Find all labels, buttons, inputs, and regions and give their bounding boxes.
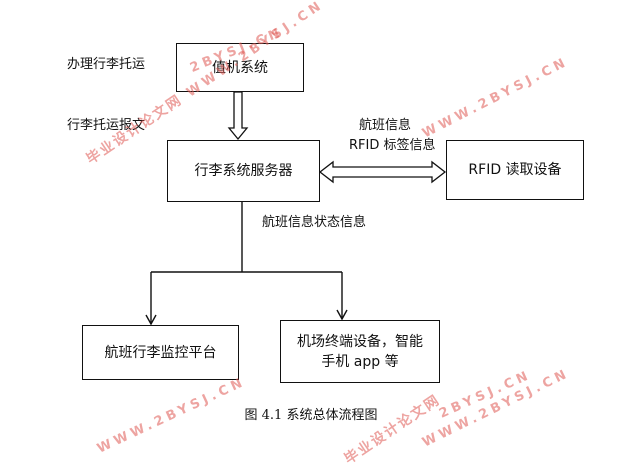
figure-caption: 图 4.1 系统总体流程图: [244, 408, 378, 423]
bidirectional-arrow-server-rfid: [318, 160, 447, 184]
terminal-devices-line1: 机场终端设备，智能: [297, 333, 423, 350]
checkin-system-label: 值机系统: [212, 59, 268, 76]
monitor-platform-label: 航班行李监控平台: [104, 344, 217, 361]
hollow-arrow-checkin-to-server: [227, 91, 249, 141]
connector-lines: [145, 91, 447, 326]
baggage-server-label: 行李系统服务器: [194, 163, 293, 179]
rfid-reader-box: RFID 读取设备: [446, 140, 584, 200]
baggage-message-label: 行李托运报文: [67, 118, 146, 133]
monitor-platform-box: 航班行李监控平台: [82, 325, 239, 380]
handle-checkin-label: 办理行李托运: [67, 57, 146, 72]
checkin-system-box: 值机系统: [176, 43, 304, 92]
rfid-tag-info-label: RFID 标签信息: [349, 138, 436, 153]
rfid-reader-label: RFID 读取设备: [468, 162, 562, 178]
flight-info-label: 航班信息: [359, 118, 412, 133]
flight-status-label: 航班信息状态信息: [262, 215, 367, 230]
baggage-server-box: 行李系统服务器: [167, 140, 320, 202]
terminal-devices-line2: 手机 app 等: [321, 353, 399, 370]
terminal-devices-box: 机场终端设备，智能 手机 app 等: [280, 320, 440, 383]
